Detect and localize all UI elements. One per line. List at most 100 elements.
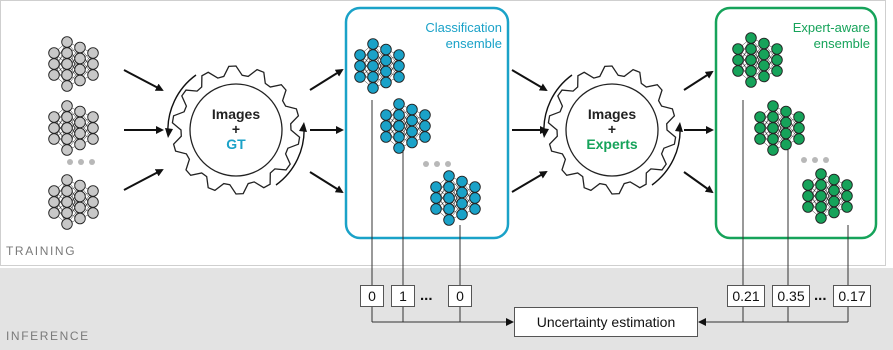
network-node [802,179,814,191]
network-node [48,196,60,208]
arrow-icon [511,170,548,193]
inference-band [0,268,893,350]
network-node [87,122,99,134]
network-node [443,203,455,215]
network-node [745,54,757,66]
expert-aware-ensemble-box [714,6,878,240]
network-node [61,58,73,70]
arrow-icon [309,171,344,194]
network-node [48,58,60,70]
network-node [380,54,392,67]
classification-network-3 [430,170,481,226]
network-node [780,105,792,118]
network-node [780,138,792,151]
network-node [48,111,60,123]
expert-ensemble-title: Expert-aware ensemble [746,20,870,52]
network-node [74,179,86,192]
arrow-icon [683,171,714,194]
network-node [380,65,392,78]
network-node [61,144,73,156]
right-gear-icon [541,65,683,195]
network-node [732,65,744,77]
network-node [393,71,405,83]
network-node [74,127,86,140]
left-gear-line2: GT [226,136,246,152]
network-node [793,133,805,145]
network-node [802,190,814,202]
network-node [74,190,86,203]
network-node [469,203,481,215]
arrow-icon [683,70,714,91]
training-frame [0,0,886,266]
network-node [380,76,392,89]
network-node [754,122,766,134]
arrow-icon [309,68,344,91]
rotate-arrow-icon [299,122,307,132]
network-node [828,206,840,219]
expert-network-1 [732,32,783,88]
network-node [74,52,86,65]
arrow-icon [123,69,164,91]
classification-output-2: 1 [391,285,415,307]
right-gear-plus: + [607,121,617,137]
network-node [767,144,779,156]
network-node [469,192,481,204]
network-node [354,60,366,72]
network-node [828,195,840,208]
network-node [61,218,73,230]
network-node [406,136,418,149]
network-node [456,208,468,221]
network-node [74,138,86,151]
network-node [406,125,418,138]
network-node [74,105,86,118]
network-node [380,120,392,132]
network-node [74,63,86,76]
network-node [841,201,853,213]
network-node [61,196,73,208]
network-node [367,82,379,94]
network-node [87,69,99,81]
classification-output-3: 0 [448,285,472,307]
network-node [393,98,405,110]
network-node [419,131,431,143]
network-node [430,203,442,215]
network-node [430,181,442,193]
output-connectors [371,100,849,326]
rotate-arrow-icon [165,128,173,138]
left-gear-line1: Images [211,106,261,122]
network-node [61,174,73,186]
classification-ellipsis: ... [420,287,433,304]
network-node [828,184,840,197]
network-node [771,65,783,77]
network-node [443,170,455,182]
network-node [793,122,805,134]
expert-output-1: 0.21 [727,285,765,307]
network-node [456,175,468,188]
untrained-network-1 [48,36,99,92]
network-node [61,207,73,219]
network-node [815,201,827,213]
network-node [393,131,405,143]
network-node [74,116,86,129]
classification-title-line2: ensemble [445,36,502,51]
inference-section-label: INFERENCE [6,329,90,343]
network-node [61,122,73,134]
classification-ensemble-title: Classification ensemble [376,20,502,52]
network-node [767,100,779,112]
gear-group [165,65,683,195]
network-node [87,185,99,197]
network-node [87,47,99,59]
network-node [443,192,455,204]
right-gear-line2: Experts [586,136,638,152]
network-node [74,201,86,214]
network-node [406,103,418,116]
network-node [87,111,99,123]
left-gear-label: Images + GT [196,107,276,152]
network-node [393,109,405,121]
network-node [815,168,827,180]
network-node [74,212,86,225]
network-node [367,60,379,72]
expert-ellipsis: ... [814,287,827,304]
network-node [61,69,73,81]
network-node [732,54,744,66]
